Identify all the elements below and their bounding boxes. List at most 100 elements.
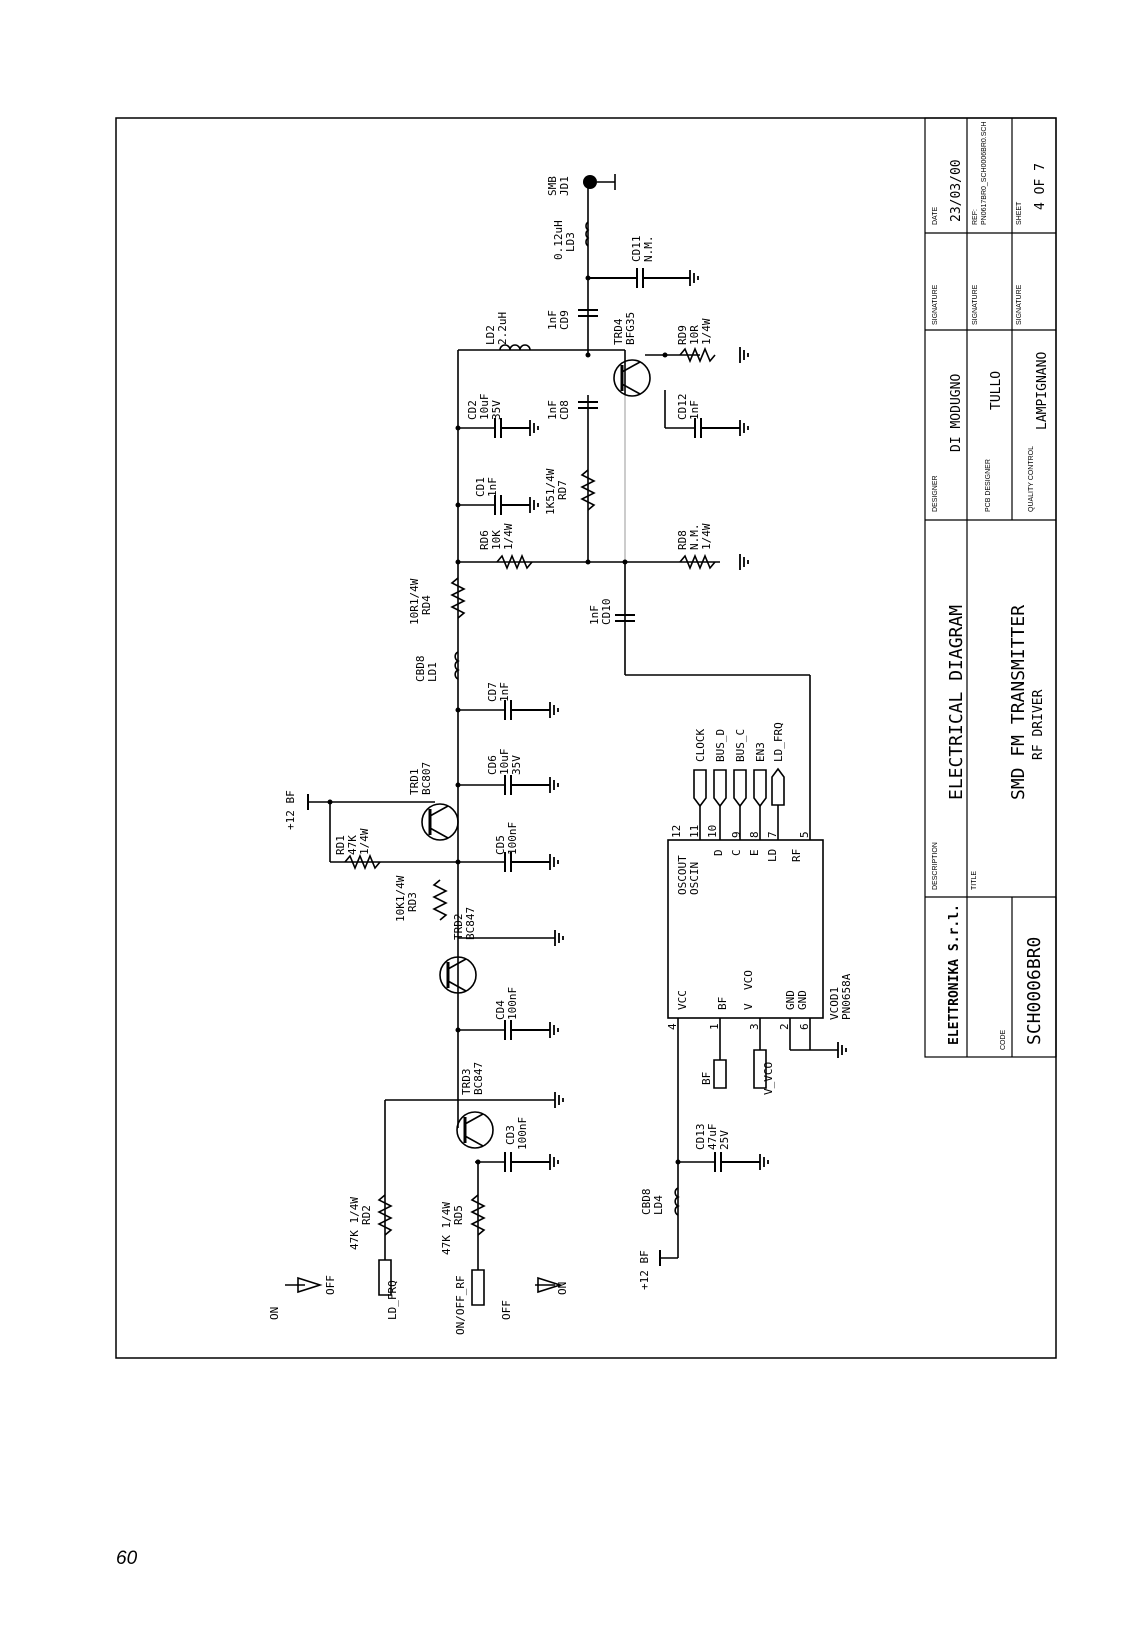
label-cd6: CD6 [486, 755, 499, 775]
label-rd6-val1: 10K [490, 530, 503, 550]
ref-label: REF: [972, 209, 979, 225]
label-rd3: RD3 [406, 892, 419, 912]
signature-label-1: SIGNATURE [932, 284, 939, 325]
logo: ELETTRONIKA S.r.l. [947, 904, 962, 1045]
description-value: ELECTRICAL DIAGRAM [946, 605, 967, 800]
date-label: DATE [932, 207, 939, 225]
svg-text:6: 6 [798, 1023, 811, 1030]
label-cd3: CD3 [504, 1125, 517, 1145]
component-labels: SMB JD1 0.12uH LD3 CD11 N.M. 1nF CD9 TRD… [284, 176, 853, 1290]
svg-text:LD: LD [766, 849, 779, 862]
label-trd3-val: BC847 [472, 1062, 485, 1095]
label-plus12bf-2: +12 BF [638, 1250, 651, 1290]
label-cd2-val1: 10uF [478, 394, 491, 421]
description-label: DESCRIPTION [932, 842, 939, 890]
label-cd11: CD11 [630, 236, 643, 263]
wires [285, 182, 838, 1286]
quality-value: LAMPIGNANO [1035, 352, 1050, 430]
label-cd2-val2: 35V [490, 400, 503, 420]
label-rd1: RD1 [334, 835, 347, 855]
sheet-label: SHEET [1016, 201, 1023, 225]
label-trd1-val: BC807 [420, 762, 433, 795]
svg-text:3: 3 [748, 1023, 761, 1030]
svg-text:BF: BF [716, 997, 729, 1010]
inductor-ld4 [674, 1187, 680, 1216]
inductor-ld2 [499, 344, 531, 351]
svg-text:VCO: VCO [742, 970, 755, 990]
label-rd1-val2: 1/4W [358, 828, 371, 855]
label-cd12: CD12 [676, 394, 689, 421]
label-rd9: RD9 [676, 325, 689, 345]
subtitle-value: RF DRIVER [1031, 689, 1046, 760]
resistor-rd4 [450, 577, 466, 619]
transistor-trd3 [456, 1111, 494, 1149]
label-ld4-val: CBD8 [640, 1189, 653, 1216]
connector-on-off-rf: ON/OFF_RF [454, 1275, 467, 1335]
transistor-trd1 [421, 803, 459, 841]
label-rd6: RD6 [478, 530, 491, 550]
svg-text:VCC: VCC [676, 990, 689, 1010]
label-rd5-val: 47K 1/4W [440, 1202, 453, 1255]
label-cd7: CD7 [486, 682, 499, 702]
label-cd8: CD8 [558, 400, 571, 420]
label-cd7-val: 1nF [498, 682, 511, 702]
designer-value: DI MODUGNO [949, 374, 964, 452]
label-cd10: CD10 [600, 599, 613, 626]
label-trd1: TRD1 [408, 769, 421, 796]
label-cd11-val: N.M. [642, 236, 655, 263]
label-cd9: CD9 [558, 310, 571, 330]
connector-labels: CLOCK BUS_D BUS_C EN3 LD_FRQ BF V_VCO LD… [268, 722, 785, 1335]
transistors [421, 359, 651, 1149]
svg-text:11: 11 [688, 825, 701, 838]
ground-symbols [529, 270, 847, 1170]
svg-text:10: 10 [706, 825, 719, 838]
label-cd9-val: 1nF [546, 310, 559, 330]
sheet-value: 4 OF 7 [1033, 163, 1048, 210]
transistor-trd2 [439, 956, 477, 994]
svg-text:9: 9 [730, 831, 743, 838]
label-jd1-val: SMB [546, 176, 559, 196]
switch-off-1: OFF [324, 1275, 337, 1295]
svg-text:D: D [712, 849, 725, 856]
title-value: SMD FM TRANSMITTER [1008, 605, 1029, 800]
svg-text:C: C [730, 849, 743, 856]
label-cd13: CD13 [694, 1124, 707, 1151]
label-rd4-val: 10R1/4W [408, 578, 421, 625]
label-plus12bf-1: +12 BF [284, 790, 297, 830]
label-vcod1-val: PN0658A [840, 973, 853, 1020]
svg-text:E: E [748, 849, 761, 856]
title-block [924, 117, 1057, 1058]
label-ld4: LD4 [652, 1195, 665, 1215]
label-rd6-val2: 1/4W [502, 523, 515, 550]
connector-bus-d: BUS_D [714, 729, 727, 762]
label-cd1-val: 1nF [486, 477, 499, 497]
label-rd5: RD5 [452, 1205, 465, 1225]
label-rd7: RD7 [556, 480, 569, 500]
label-trd4-val: BFG35 [624, 312, 637, 345]
inductor-ld3 [585, 221, 590, 247]
switch-on-2: ON [556, 1282, 569, 1295]
date-value: 23/03/00 [949, 159, 964, 222]
transistor-trd4 [613, 359, 651, 397]
label-cd5: CD5 [494, 835, 507, 855]
inductors [454, 221, 680, 1216]
svg-text:1: 1 [708, 1023, 721, 1030]
pcb-designer-value: TULLO [989, 371, 1004, 410]
label-rd2: RD2 [360, 1205, 373, 1225]
label-ld3: LD3 [564, 232, 577, 252]
label-trd2-val: BC847 [464, 907, 477, 940]
svg-text:12: 12 [670, 825, 683, 838]
svg-text:4: 4 [666, 1023, 679, 1030]
label-cd3-val: 100nF [516, 1117, 529, 1150]
label-rd7-val: 1K51/4W [544, 468, 557, 515]
label-cd5-val: 100nF [506, 822, 519, 855]
label-cd13-val1: 47uF [706, 1124, 719, 1151]
code-label: CODE [1000, 1029, 1007, 1050]
label-rd1-val1: 47K [346, 835, 359, 855]
label-rd8: RD8 [676, 530, 689, 550]
label-ld1: LD1 [426, 662, 439, 682]
label-cd4-val: 100nF [506, 987, 519, 1020]
label-ld2-val: 2.2uH [496, 312, 509, 345]
svg-text:7: 7 [766, 831, 779, 838]
